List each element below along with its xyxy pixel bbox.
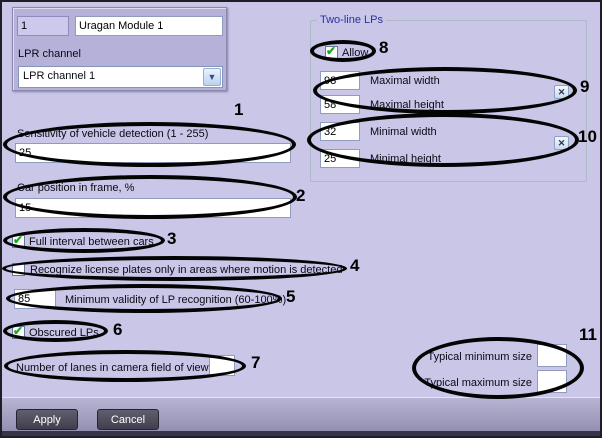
- minimal-width-label: Minimal width: [370, 126, 437, 138]
- annotation-number-6: 6: [113, 320, 123, 339]
- recognize-motion-label: Recognize license plates only in areas w…: [30, 264, 343, 276]
- lpr-channel-selected-value: LPR channel 1: [23, 70, 96, 82]
- maximal-height-field[interactable]: [320, 95, 360, 114]
- two-line-lps-group: [310, 20, 587, 182]
- module-id-field[interactable]: [17, 16, 69, 36]
- check-icon: ✔: [326, 44, 337, 58]
- apply-button[interactable]: Apply: [16, 409, 78, 430]
- check-icon: ✔: [13, 324, 24, 338]
- sensitivity-label: Sensitivity of vehicle detection (1 - 25…: [17, 128, 209, 140]
- module-name-field[interactable]: [75, 16, 223, 36]
- lanes-field[interactable]: [209, 355, 235, 376]
- annotation-number-11: 11: [579, 325, 597, 344]
- lpr-channel-select[interactable]: LPR channel 1 ▼: [18, 66, 223, 88]
- annotation-number-8: 8: [379, 38, 389, 57]
- minimal-width-field[interactable]: [320, 122, 360, 141]
- typical-max-field[interactable]: [537, 370, 567, 393]
- sensitivity-input[interactable]: [15, 143, 291, 163]
- annotation-number-2: 2: [296, 186, 306, 205]
- annotation-number-7: 7: [251, 353, 261, 372]
- cancel-button[interactable]: Cancel: [97, 409, 159, 430]
- footer-bar: Apply Cancel: [2, 397, 600, 436]
- allow-checkbox[interactable]: ✔: [325, 44, 338, 59]
- x-icon: ✕: [557, 86, 566, 97]
- check-icon: ✔: [13, 233, 24, 247]
- full-interval-label: Full interval between cars: [29, 236, 154, 248]
- car-position-label: Car position in frame, %: [17, 182, 135, 194]
- typical-min-label: Typical minimum size: [427, 351, 532, 363]
- typical-max-label: Typical maximum size: [424, 377, 532, 389]
- validity-label: Minimum validity of LP recognition (60-1…: [65, 294, 287, 306]
- typical-min-field[interactable]: [537, 344, 567, 367]
- annotation-number-3: 3: [167, 229, 177, 248]
- annotation-number-10: 10: [578, 127, 597, 146]
- module-header-group: LPR channel LPR channel 1 ▼: [12, 7, 227, 91]
- maximal-width-field[interactable]: [320, 71, 360, 90]
- lpr-channel-label: LPR channel: [18, 48, 81, 60]
- maximal-width-label: Maximal width: [370, 75, 440, 87]
- annotation-number-4: 4: [350, 256, 360, 275]
- full-interval-checkbox[interactable]: ✔: [12, 233, 25, 248]
- clear-minimal-size-button[interactable]: ✕: [554, 136, 569, 150]
- obscured-lps-label: Obscured LPs: [29, 327, 99, 339]
- allow-label: Allow: [342, 47, 369, 59]
- maximal-height-label: Maximal height: [370, 99, 444, 111]
- chevron-down-icon[interactable]: ▼: [203, 68, 221, 86]
- annotation-number-5: 5: [286, 287, 296, 306]
- annotation-number-9: 9: [580, 77, 590, 96]
- x-icon: ✕: [557, 137, 566, 148]
- lanes-label: Number of lanes in camera field of view: [16, 362, 209, 374]
- validity-field[interactable]: [14, 289, 56, 309]
- minimal-height-label: Minimal height: [370, 153, 441, 165]
- window-bottom-edge: [2, 431, 600, 436]
- two-line-lps-title: Two-line LPs: [317, 14, 386, 26]
- annotation-number-1: 1: [234, 100, 244, 119]
- obscured-lps-checkbox[interactable]: ✔: [12, 324, 25, 339]
- car-position-input[interactable]: [15, 198, 291, 218]
- clear-maximal-size-button[interactable]: ✕: [554, 85, 569, 99]
- recognize-motion-checkbox[interactable]: [12, 263, 25, 276]
- minimal-height-field[interactable]: [320, 149, 360, 168]
